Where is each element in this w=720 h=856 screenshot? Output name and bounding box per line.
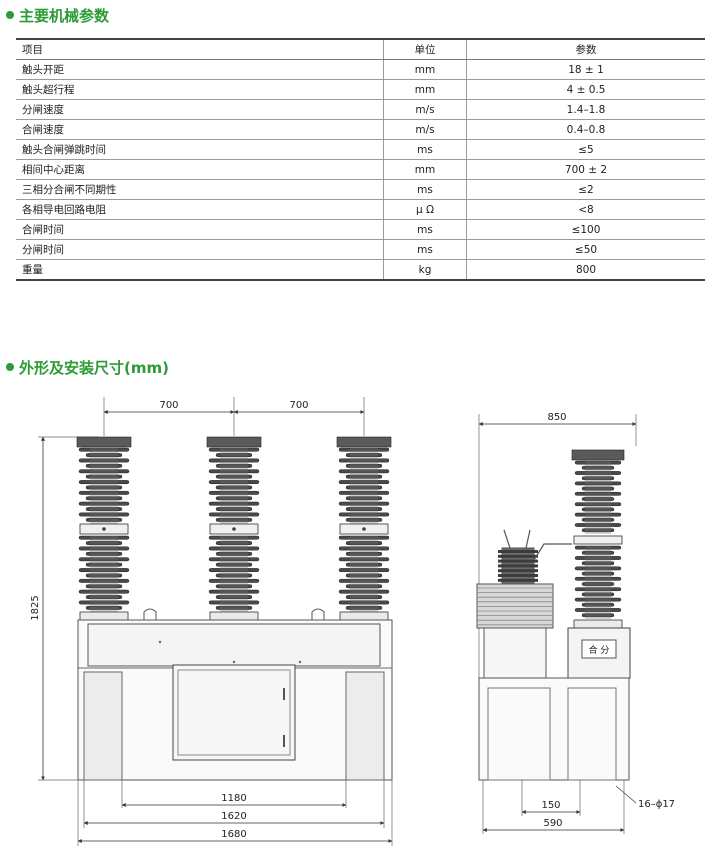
cell-unit: ms [383, 179, 467, 200]
cell-value: ≤100 [466, 219, 705, 240]
cell-value: 18 ± 1 [466, 59, 705, 80]
cell-value: 800 [466, 259, 705, 281]
cell-value: 4 ± 0.5 [466, 79, 705, 100]
header-value: 参数 [466, 38, 705, 60]
cell-unit: m/s [383, 99, 467, 120]
cell-unit: ms [383, 239, 467, 260]
control-panel-label: 合 分 [589, 644, 610, 656]
cell-item: 触头开距 [16, 59, 384, 80]
cell-value: ≤5 [466, 139, 705, 160]
cell-value: 0.4–0.8 [466, 119, 705, 140]
cell-unit: ms [383, 219, 467, 240]
header-unit: 单位 [383, 38, 467, 60]
dim-spacing-right: 700 [289, 400, 308, 411]
cell-unit: mm [383, 79, 467, 100]
cell-unit: kg [383, 259, 467, 281]
cell-unit: mm [383, 159, 467, 180]
table-header-row: 项目 单位 参数 [16, 38, 705, 60]
bullet-dot-icon [6, 11, 14, 19]
dim-590: 590 [543, 818, 562, 829]
dim-850: 850 [547, 412, 566, 423]
cell-value: ≤2 [466, 179, 705, 200]
dim-1620: 1620 [221, 811, 246, 822]
hole-note: 16–ϕ17 [638, 799, 675, 810]
insulator-pole-1 [76, 436, 132, 621]
cell-unit: μ Ω [383, 199, 467, 220]
cell-item: 相间中心距离 [16, 159, 384, 180]
dim-spacing-left: 700 [159, 400, 178, 411]
cell-value: ≤50 [466, 239, 705, 260]
cell-value: 700 ± 2 [466, 159, 705, 180]
cell-item: 三相分合闸不同期性 [16, 179, 384, 200]
cell-item: 分闸时间 [16, 239, 384, 260]
cell-item: 触头超行程 [16, 79, 384, 100]
section-title: 主要机械参数 [19, 6, 110, 25]
cell-item: 分闸速度 [16, 99, 384, 120]
cell-item: 合闸速度 [16, 119, 384, 140]
section-heading-dimensions: 外形及安装尺寸(mm) [6, 356, 169, 378]
front-view [38, 397, 393, 846]
bullet-dot-icon [6, 363, 14, 371]
cell-unit: ms [383, 139, 467, 160]
dimension-drawing: 700 700 1825 1180 1620 1680 [30, 397, 675, 846]
dim-1180: 1180 [221, 793, 246, 804]
dim-1680: 1680 [221, 829, 246, 840]
cell-item: 合闸时间 [16, 219, 384, 240]
cell-unit: mm [383, 59, 467, 80]
cell-value: <8 [466, 199, 705, 220]
header-item: 项目 [16, 38, 384, 60]
section-title: 外形及安装尺寸(mm) [19, 358, 169, 377]
side-view [476, 414, 637, 834]
cell-item: 重量 [16, 259, 384, 281]
dim-150: 150 [541, 800, 560, 811]
insulator-pole-2 [206, 436, 262, 621]
insulator-pole-3 [336, 436, 392, 621]
section-heading-mechanical-params: 主要机械参数 [6, 4, 109, 26]
cell-item: 各相导电回路电阻 [16, 199, 384, 220]
cell-item: 触头合闸弹跳时间 [16, 139, 384, 160]
cell-value: 1.4–1.8 [466, 99, 705, 120]
cell-unit: m/s [383, 119, 467, 140]
dim-height: 1825 [30, 595, 41, 620]
side-insulator-pole [571, 449, 625, 629]
